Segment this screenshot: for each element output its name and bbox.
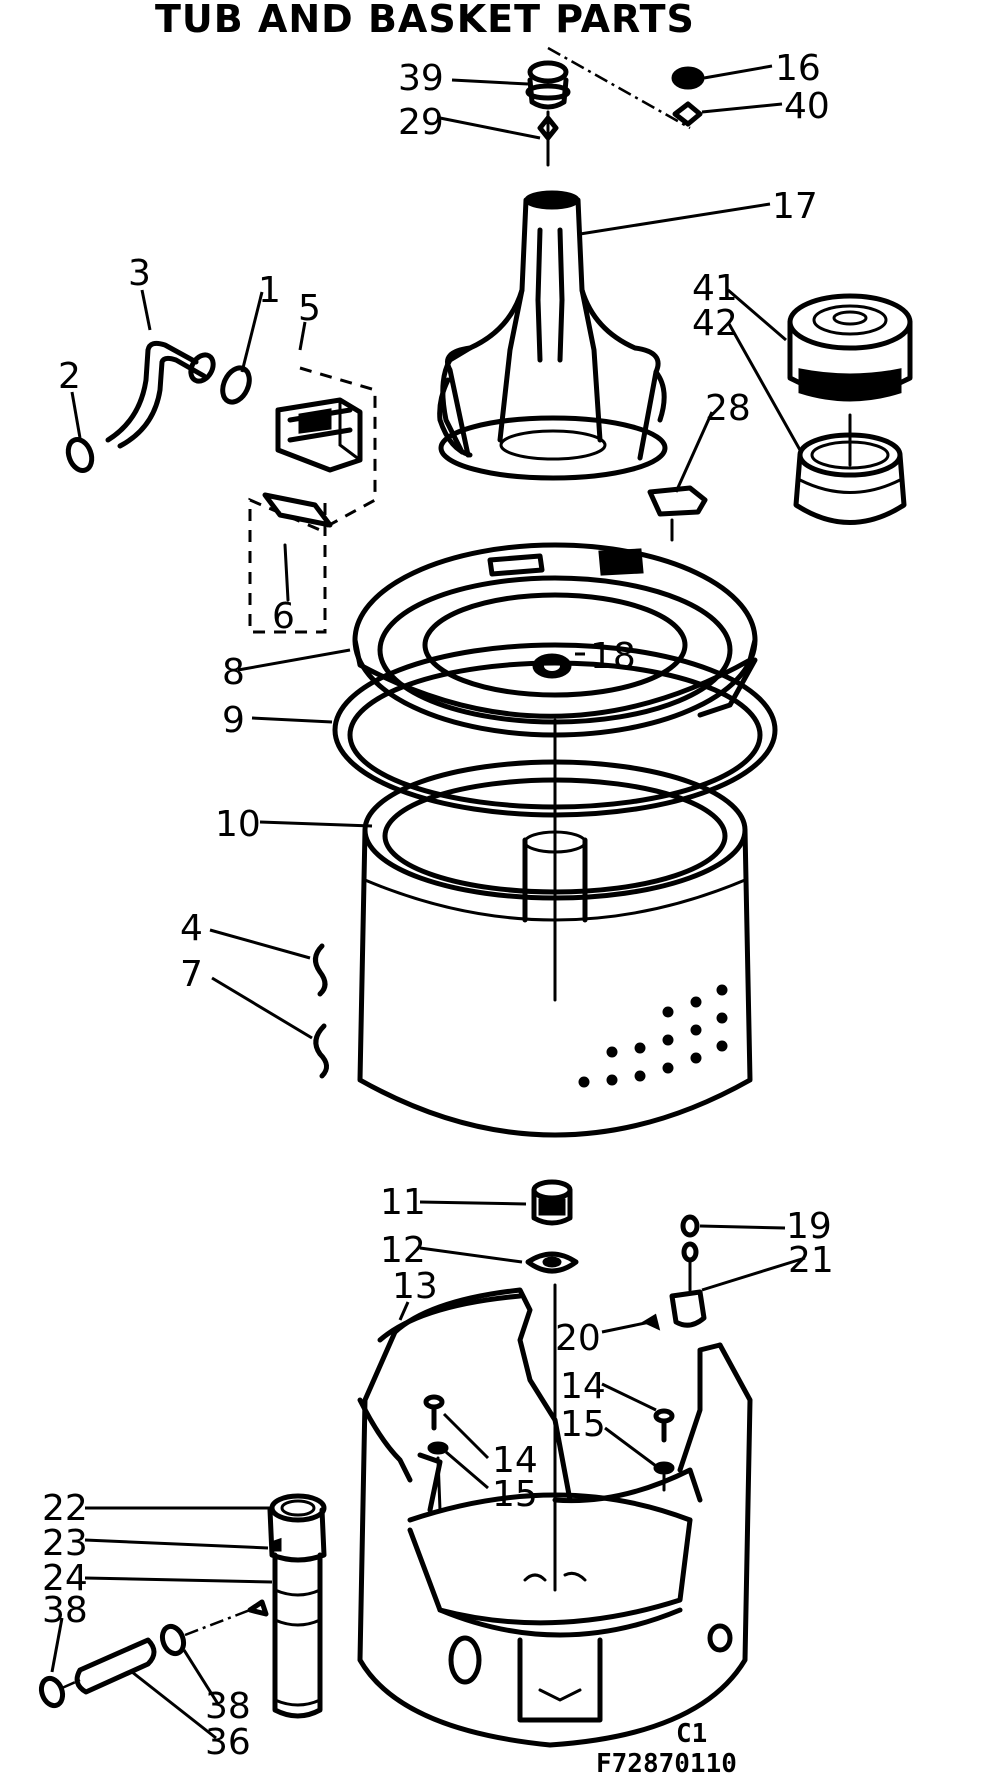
part-40-washer	[672, 101, 703, 127]
part-39-cap	[525, 60, 571, 110]
label-24: 24	[42, 1558, 88, 1599]
basket-holes	[578, 984, 728, 1088]
label-22: 22	[42, 1488, 88, 1529]
label-11: 11	[380, 1182, 426, 1223]
label-41: 41	[692, 268, 738, 309]
label-42: 42	[692, 303, 738, 344]
label-6: 6	[272, 596, 295, 637]
part-7-clip	[313, 1023, 329, 1079]
part-28-clip	[647, 485, 708, 542]
part-1-clamp	[220, 365, 252, 405]
label-5: 5	[298, 288, 321, 329]
part-11-hub	[531, 1179, 573, 1226]
part-20-switch	[641, 1289, 707, 1331]
label-15-right: 15	[560, 1404, 606, 1445]
part-22-ring	[269, 1493, 327, 1523]
part-17-agitator	[437, 190, 668, 481]
label-10: 10	[215, 804, 261, 845]
dashdot-line-cap	[547, 46, 691, 130]
label-29: 29	[398, 102, 444, 143]
part-4-clip	[313, 943, 328, 997]
label-12: 12	[380, 1230, 426, 1271]
label-16: 16	[775, 48, 821, 89]
label-15-left: 15	[492, 1474, 538, 1515]
label-38-left: 38	[42, 1590, 88, 1631]
hose-connector	[61, 1599, 269, 1690]
part-12-nut	[525, 1251, 579, 1274]
part-38-clamp-left	[38, 1675, 66, 1709]
part-41-dispenser-cap	[787, 293, 913, 402]
label-36: 36	[205, 1722, 251, 1763]
part-14-screw-left	[423, 1394, 445, 1431]
drawing-code-suffix: C1	[676, 1719, 707, 1749]
part-15-washer-right	[653, 1461, 675, 1492]
label-9: 9	[222, 700, 245, 741]
part-24-hose	[272, 1552, 323, 1719]
part-23-clamp	[267, 1507, 327, 1563]
part-18-nut	[532, 653, 572, 679]
label-3: 3	[128, 253, 151, 294]
label-7: 7	[180, 954, 203, 995]
diagram-title: TUB AND BASKET PARTS	[155, 0, 695, 41]
part-14-screw-right	[653, 1408, 675, 1443]
part-29-seal	[537, 110, 559, 167]
part-6-gasket	[262, 492, 333, 602]
label-39: 39	[398, 58, 444, 99]
part-5-bracket	[248, 366, 377, 634]
label-20: 20	[555, 1318, 601, 1359]
label-2: 2	[58, 356, 81, 397]
label-23: 23	[42, 1523, 88, 1564]
label-28: 28	[705, 388, 751, 429]
label-19: 19	[786, 1206, 832, 1247]
drawing-code: F72870110	[596, 1749, 737, 1779]
label-8: 8	[222, 652, 245, 693]
part-36-hose	[74, 1637, 157, 1695]
part-19-washer	[680, 1214, 700, 1238]
label-38-right: 38	[205, 1686, 251, 1727]
label-40: 40	[784, 86, 830, 127]
part-16-cap	[671, 66, 705, 90]
label-17: 17	[772, 186, 818, 227]
part-10-basket	[357, 718, 753, 1138]
label-18: 18	[590, 636, 636, 677]
label-1: 1	[258, 270, 281, 311]
part-21-screw	[681, 1241, 699, 1292]
label-13: 13	[392, 1266, 438, 1307]
part-8-tub-cover	[352, 542, 758, 738]
label-14-right: 14	[560, 1366, 606, 1407]
part-2-clamp	[65, 437, 95, 473]
part-38-clamp-right	[159, 1623, 187, 1657]
part-3-hose	[105, 340, 216, 449]
leader-lines	[50, 64, 806, 1740]
part-42-dispenser-base	[793, 413, 907, 525]
label-4: 4	[180, 908, 203, 949]
label-21: 21	[788, 1240, 834, 1281]
part-13-outer-tub	[357, 1283, 753, 1748]
part-15-washer-left	[427, 1441, 449, 1512]
label-14-left: 14	[492, 1440, 538, 1481]
